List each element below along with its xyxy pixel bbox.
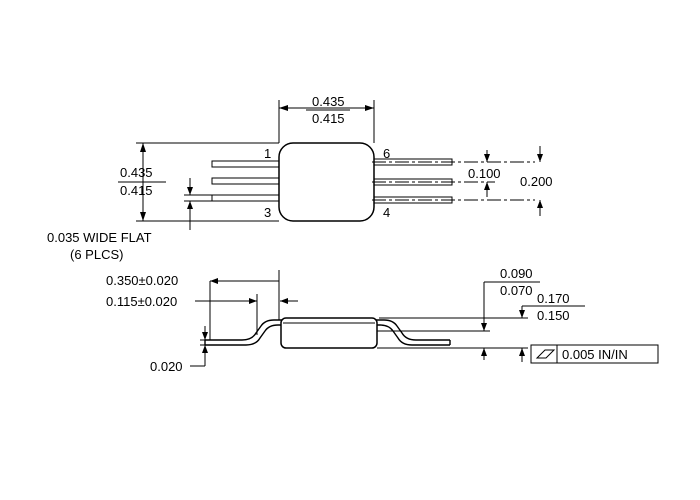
- lead-span-value: 0.200: [520, 174, 553, 189]
- body-height-max: 0.435: [120, 165, 153, 180]
- pin-label-4: 4: [383, 205, 390, 220]
- side-lead-right: [376, 324, 450, 346]
- body-height-min: 0.415: [120, 183, 153, 198]
- lead-span-dimension: 0.200: [520, 146, 553, 216]
- flatness-tolerance-frame: 0.005 IN/IN: [530, 344, 659, 364]
- lead-pitch-value: 0.100: [468, 166, 501, 181]
- lead-thickness-value: 0.020: [150, 359, 183, 374]
- lead-length-dimension: 0.350±0.020: [106, 270, 280, 340]
- lead-offset-value: 0.115±0.020: [106, 294, 177, 309]
- body-width-min: 0.415: [312, 111, 345, 126]
- side-lead-left: [205, 324, 282, 346]
- overall-height-dimension: 0.170 0.150: [377, 291, 585, 362]
- standoff-dimension: 0.090 0.070: [377, 266, 540, 360]
- overall-height-max: 0.170: [537, 291, 570, 306]
- flatness-value: 0.005 IN/IN: [562, 347, 628, 362]
- side-view: 0.350±0.020 0.115±0.020 0.020: [106, 266, 659, 374]
- lead-pin-1: [211, 160, 285, 168]
- lead-pitch-dimension: 0.100: [468, 150, 501, 197]
- pin-label-3: 3: [264, 205, 271, 220]
- lead-width-note-line2: (6 PLCS): [70, 247, 123, 262]
- standoff-min: 0.070: [500, 283, 533, 298]
- body-width-dimension: 0.435 0.415: [278, 94, 375, 143]
- lead-length-value: 0.350±0.020: [106, 273, 178, 288]
- side-lead-right: [376, 319, 450, 341]
- lead-pin-2: [211, 177, 285, 185]
- overall-height-min: 0.150: [537, 308, 570, 323]
- pin-label-6: 6: [383, 146, 390, 161]
- lead-offset-dimension: 0.115±0.020: [106, 294, 298, 335]
- top-view: 1 3 6 4 0.435 0.415 0.435 0.415: [47, 94, 553, 262]
- lead-pin-3: [211, 194, 285, 202]
- lead-width-dimension: 0.035 WIDE FLAT (6 PLCS): [47, 178, 212, 262]
- pin-label-1: 1: [264, 146, 271, 161]
- package-body-side: [280, 317, 378, 349]
- flatness-symbol-icon: [535, 349, 556, 359]
- package-body-top: [278, 142, 375, 222]
- body-height-dimension: 0.435 0.415: [118, 142, 279, 222]
- side-lead-left: [205, 319, 282, 341]
- body-width-max: 0.435: [312, 94, 345, 109]
- lead-width-note-line1: 0.035 WIDE FLAT: [47, 230, 152, 245]
- lead-thickness-dimension: 0.020: [150, 326, 208, 374]
- standoff-max: 0.090: [500, 266, 533, 281]
